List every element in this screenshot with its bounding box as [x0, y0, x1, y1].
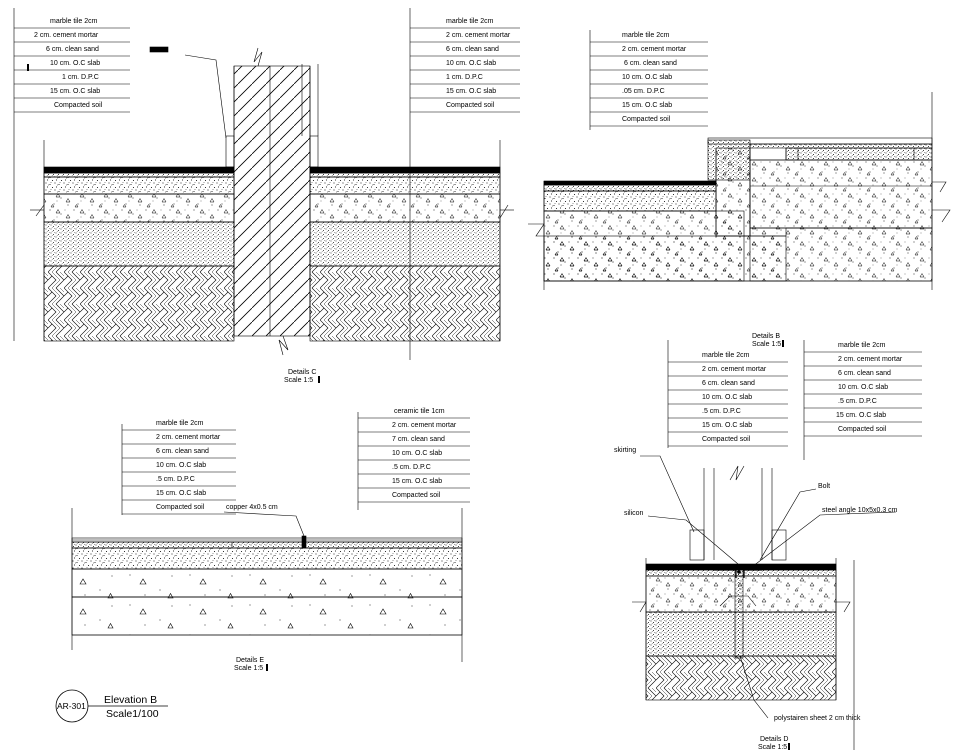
layer-label: 10 cm. O.C slab [50, 60, 100, 67]
layer-label: 15 cm. O.C slab [50, 88, 100, 95]
layer-label: 10 cm. O.C slab [838, 384, 888, 391]
detail-d-right-schedule [804, 351, 922, 437]
detail-scale: Scale 1:5 [758, 744, 787, 751]
layer-label: 10 cm. O.C slab [392, 450, 442, 457]
layer-label: 15 cm. O.C slab [836, 412, 886, 419]
skirting-board [689, 529, 705, 561]
layer-label: marble tile 2cm [446, 18, 494, 25]
detail-title: Details D [760, 736, 788, 743]
layer-label: 6 cm. clean sand [838, 370, 891, 377]
layer-label: 2 cm. cement mortar [622, 46, 687, 53]
layer-label: Compacted soil [702, 436, 751, 443]
layer-label: 6 cm. clean sand [446, 46, 499, 53]
layer-label: .05 cm. D.P.C [622, 88, 665, 95]
layer-label: 2 cm. cement mortar [156, 434, 221, 441]
callout-polystairen: polystairen sheet 2 cm thick [774, 715, 861, 722]
layer-label: 15 cm. O.C slab [392, 478, 442, 485]
drawing-scale: Scale1/100 [106, 708, 159, 720]
layer-label: 15 cm. O.C slab [622, 102, 672, 109]
layer-label: Compacted soil [156, 504, 205, 511]
layer-label: 10 cm. O.C slab [702, 394, 752, 401]
layer-label: 10 cm. O.C slab [622, 74, 672, 81]
layer-label: 2 cm. cement mortar [702, 366, 767, 373]
layer-label: ceramic tile 1cm [394, 408, 445, 415]
drawing-title: Elevation B [104, 694, 157, 706]
layer-label: 2 cm. cement mortar [34, 32, 99, 39]
layer-label: Compacted soil [54, 102, 103, 109]
wall-section [233, 65, 311, 337]
layer-label: .5 cm. D.P.C [838, 398, 877, 405]
layer-label: .5 cm. D.P.C [392, 464, 431, 471]
copper-strip [301, 535, 307, 549]
layer-label: 10 cm. O.C slab [156, 462, 206, 469]
layer-label: 6 cm. clean sand [156, 448, 209, 455]
layer-label: 15 cm. O.C slab [446, 88, 496, 95]
detail-title: Details B [752, 333, 780, 340]
detail-title: Details C [288, 369, 316, 376]
detail-c-left-schedule [14, 27, 130, 113]
leader-line [184, 54, 227, 139]
layer-label: .5 cm. D.P.C [702, 408, 741, 415]
layer-label: 2 cm. cement mortar [838, 356, 903, 363]
callout-steel-angle: steel angle 10x5x0.3 cm [822, 507, 898, 514]
detail-e [71, 412, 470, 662]
layer-label: 2 cm. cement mortar [446, 32, 511, 39]
bolt-icon [737, 570, 741, 574]
layer-label: Compacted soil [838, 426, 887, 433]
layer-label: 6 cm. clean sand [702, 380, 755, 387]
layer-label: .5 cm. D.P.C [156, 476, 195, 483]
leader-line [223, 511, 305, 537]
callout-bolt: Bolt [818, 483, 830, 490]
layer-label: 15 cm. O.C slab [156, 490, 206, 497]
layer-label: 6 cm. clean sand [46, 46, 99, 53]
layer-label: 6 cm. clean sand [624, 60, 677, 67]
detail-scale: Scale 1:5 [284, 377, 313, 384]
layer-label: Compacted soil [622, 116, 671, 123]
callout-label: copper 4x0.5 cm [226, 504, 278, 511]
detail-d [632, 340, 922, 750]
layer-label: 1 cm. D.P.C [62, 74, 99, 81]
detail-e-right-schedule [358, 417, 470, 503]
detail-scale: Scale 1:5 [752, 341, 781, 348]
layer-label: marble tile 2cm [622, 32, 670, 39]
layer-label: marble tile 2cm [702, 352, 750, 359]
callout-skirting: skirting [614, 447, 636, 454]
layer-label: marble tile 2cm [156, 420, 204, 427]
polystyrene-sheet [734, 567, 744, 659]
detail-b [528, 30, 951, 290]
layer-label: Compacted soil [392, 492, 441, 499]
detail-scale: Scale 1:5 [234, 665, 263, 672]
detail-title: Details E [236, 657, 264, 664]
marble-tile-layer [43, 166, 235, 174]
layer-label: marble tile 2cm [838, 342, 886, 349]
detail-c-right-schedule [410, 27, 520, 113]
callout-silicon: silicon [624, 510, 644, 517]
layer-label: 15 cm. O.C slab [702, 422, 752, 429]
detail-e-left-schedule [122, 429, 236, 515]
detail-d-left-schedule [668, 361, 788, 447]
title-block: AR-301 Elevation B Scale1/100 [55, 689, 168, 723]
compacted-soil [43, 265, 235, 342]
sheet-code: AR-301 [57, 701, 86, 711]
layer-label: 2 cm. cement mortar [392, 422, 457, 429]
layer-label: marble tile 2cm [50, 18, 98, 25]
layer-label: 7 cm. clean sand [392, 436, 445, 443]
layer-label: Compacted soil [446, 102, 495, 109]
detail-b-schedule [590, 41, 708, 127]
callout-marker [149, 46, 169, 53]
layer-label: 1 cm. D.P.C [446, 74, 483, 81]
detail-c [13, 8, 520, 360]
layer-label: 10 cm. O.C slab [446, 60, 496, 67]
leader-line [640, 455, 695, 533]
